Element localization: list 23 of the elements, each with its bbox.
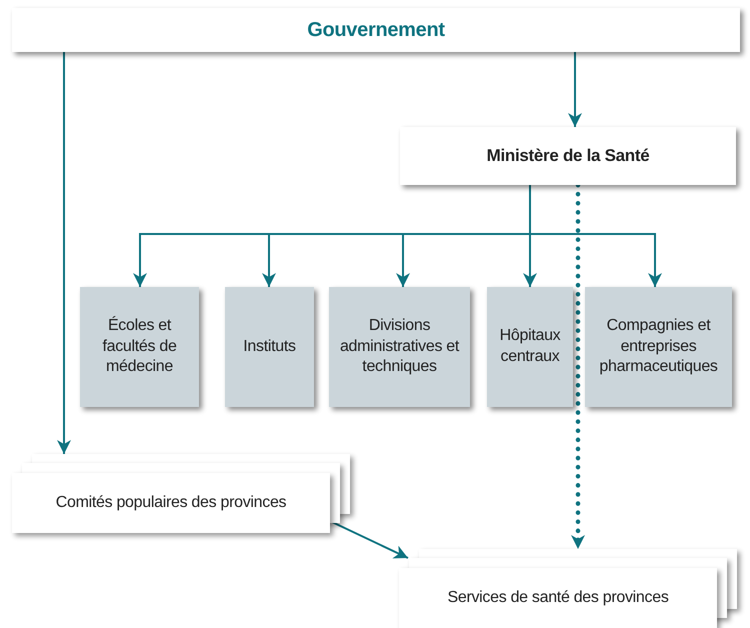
stacked-cards xyxy=(399,549,737,628)
unit-box xyxy=(329,287,470,407)
node-label: Compagnies et entreprises pharmaceutiques xyxy=(598,316,719,378)
unit-box xyxy=(585,287,732,407)
node-label: Ministère de la Santé xyxy=(486,144,650,167)
arrow xyxy=(332,521,408,559)
node-label: Services de santé des provinces xyxy=(447,588,669,608)
node-label: Hôpitaux centraux xyxy=(498,326,562,367)
unit-box xyxy=(80,287,199,407)
organization-box xyxy=(12,8,740,52)
node-label: Comités populaires des provinces xyxy=(56,492,286,513)
unit-box xyxy=(487,287,573,407)
arrow xyxy=(571,182,585,552)
node-label: Gouvernement xyxy=(307,18,445,43)
arrow xyxy=(568,52,582,127)
node-label: Divisions administratives et techniques xyxy=(338,316,460,378)
arrow xyxy=(57,52,71,454)
unit-box xyxy=(225,287,314,407)
arrow xyxy=(529,185,662,287)
node-label: Écoles et facultés de médecine xyxy=(101,316,178,378)
stacked-cards xyxy=(12,454,350,533)
node-label: Instituts xyxy=(243,336,296,357)
organization-box xyxy=(400,127,736,185)
